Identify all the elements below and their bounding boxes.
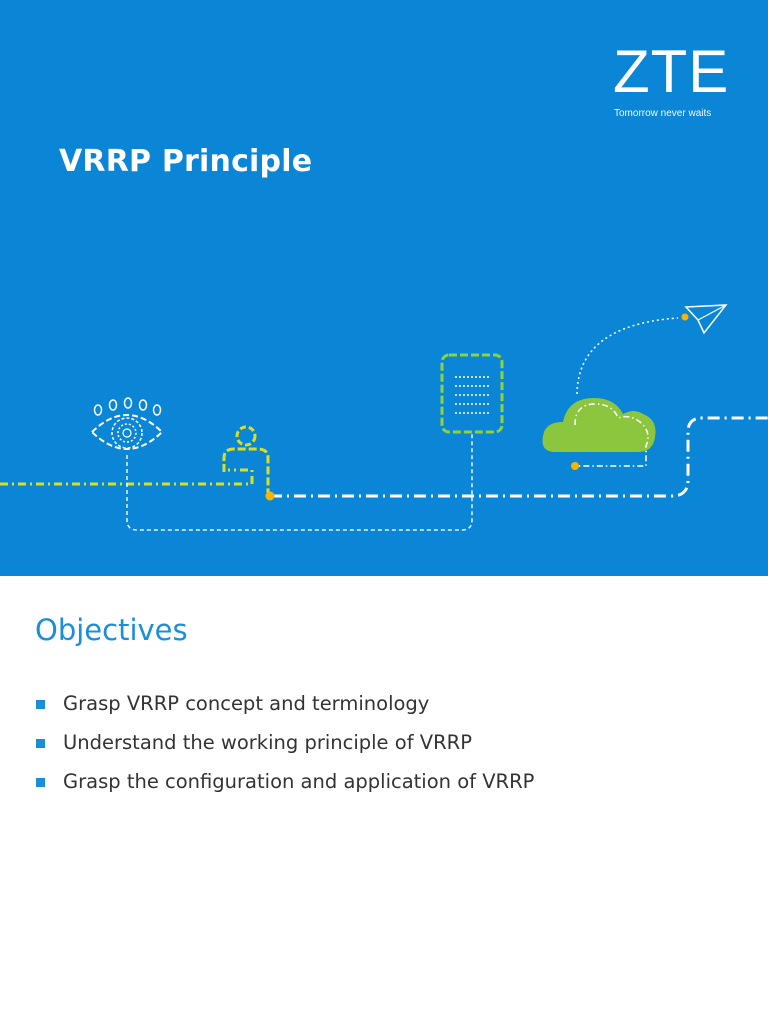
objective-item: Grasp VRRP concept and terminology bbox=[36, 691, 534, 730]
objective-text: Understand the working principle of VRRP bbox=[63, 731, 472, 754]
document-icon bbox=[440, 353, 504, 434]
logo-tagline: Tomorrow never waits bbox=[614, 108, 712, 119]
person-icon bbox=[222, 425, 275, 501]
logo-mark: ZTE bbox=[613, 38, 730, 105]
cloud-icon bbox=[542, 313, 689, 470]
eye-icon bbox=[90, 397, 164, 450]
objectives-section: Objectives Grasp VRRP concept and termin… bbox=[0, 576, 768, 1024]
objective-item: Grasp the configuration and application … bbox=[36, 769, 534, 808]
objectives-list: Grasp VRRP concept and terminology Under… bbox=[36, 691, 534, 808]
objective-item: Understand the working principle of VRRP bbox=[36, 730, 534, 769]
objective-text: Grasp VRRP concept and terminology bbox=[63, 692, 430, 715]
square-bullet-icon bbox=[36, 739, 45, 748]
square-bullet-icon bbox=[36, 778, 45, 787]
objectives-heading: Objectives bbox=[35, 613, 188, 647]
paper-plane-icon bbox=[684, 304, 728, 335]
objective-text: Grasp the configuration and application … bbox=[63, 770, 535, 793]
zte-logo: ZTE Tomorrow never waits bbox=[613, 40, 733, 130]
cover-banner: VRRP Principle ZTE Tomorrow never waits bbox=[0, 0, 768, 576]
presentation-title: VRRP Principle bbox=[59, 144, 313, 179]
network-illustration bbox=[0, 304, 768, 531]
square-bullet-icon bbox=[36, 700, 45, 709]
